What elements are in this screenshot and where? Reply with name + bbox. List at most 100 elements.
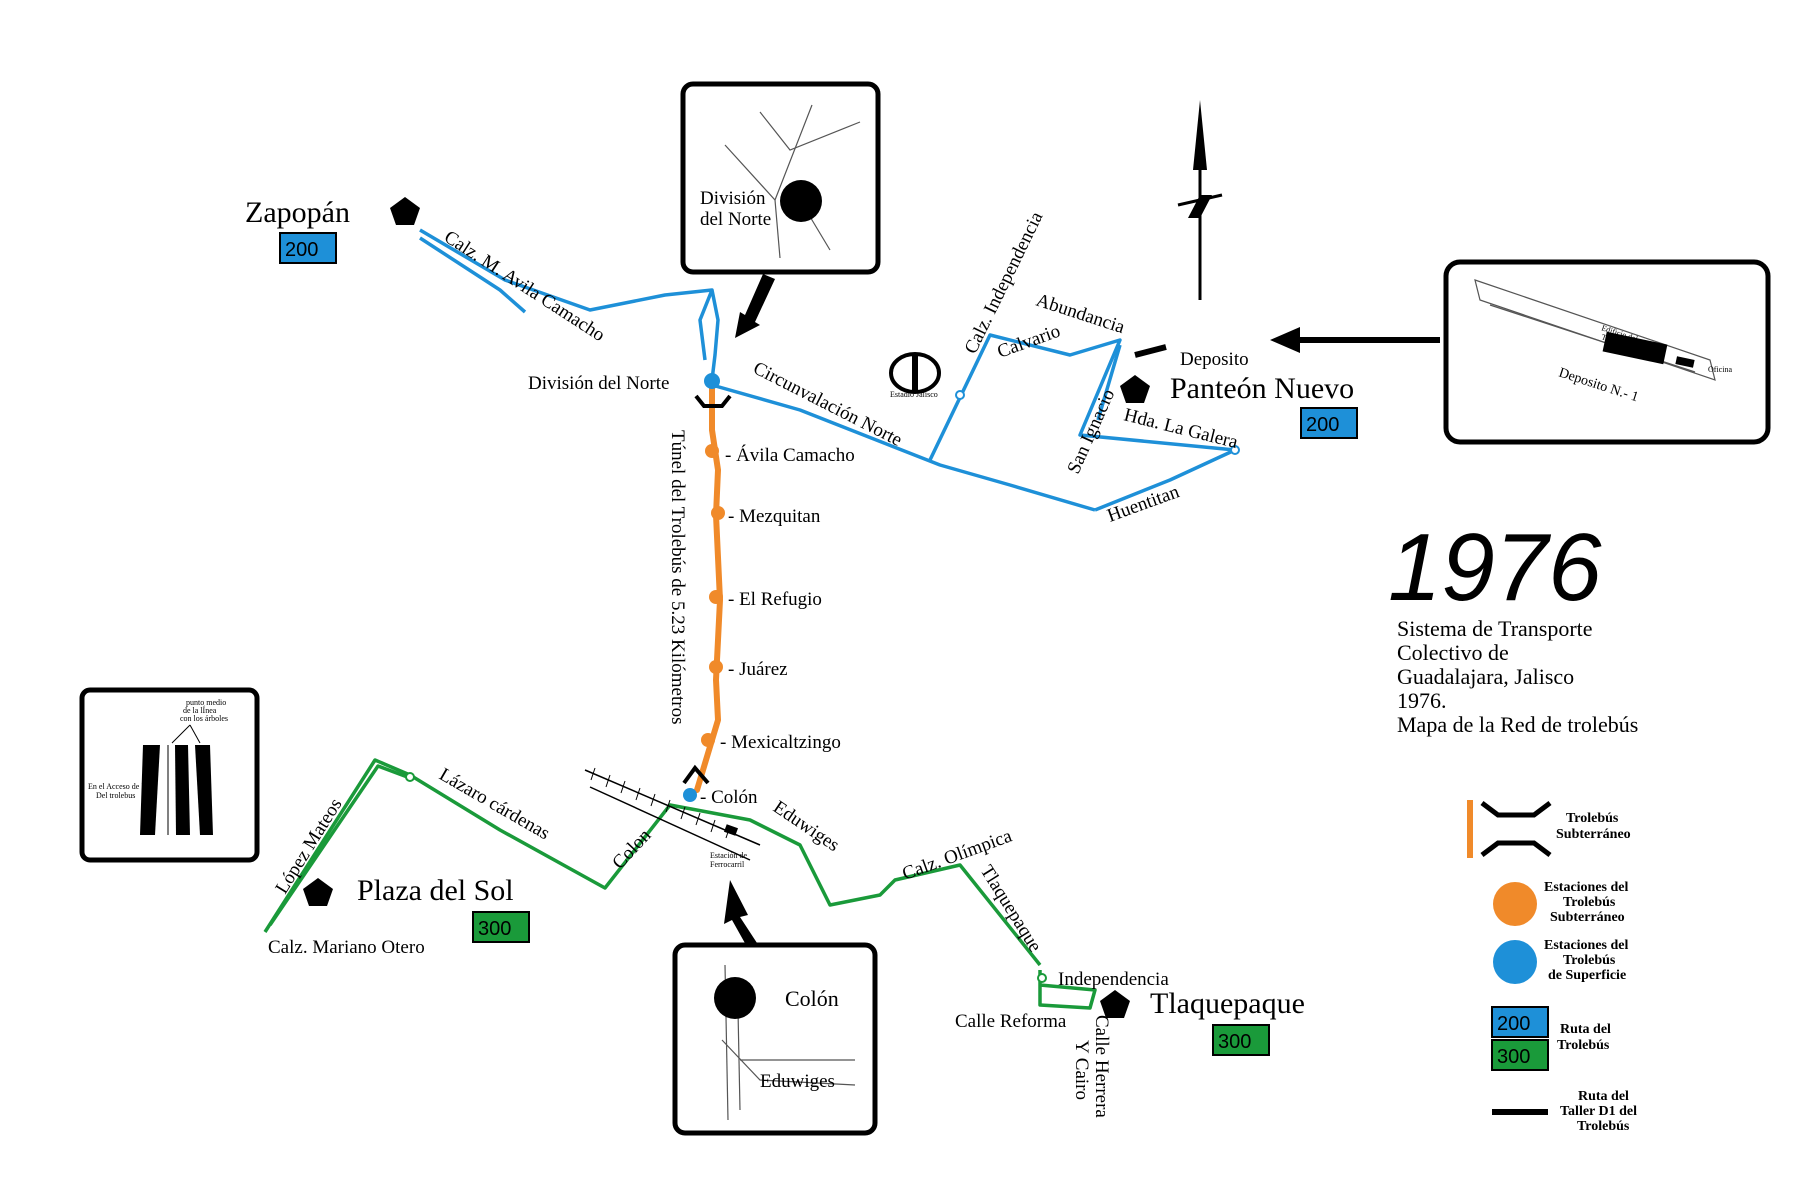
svg-text:punto medio: punto medio	[186, 698, 226, 707]
street-san-ignacio: San Ignacio	[1063, 386, 1119, 477]
legend: Trolebús Subterráneo Estaciones del Trol…	[1467, 800, 1637, 1134]
svg-text:Ruta del: Ruta del	[1578, 1089, 1629, 1104]
svg-text:con los árboles: con los árboles	[180, 714, 228, 723]
street-calle-reforma: Calle Reforma	[955, 1011, 1067, 1032]
inset-division-del-norte: División del Norte	[680, 81, 881, 275]
svg-text:Trolebús: Trolebús	[1563, 895, 1616, 910]
colon-inset-station-icon	[714, 977, 756, 1019]
street-lopez-mateos: López Mateos	[271, 795, 346, 898]
route-300-line	[263, 758, 1097, 1010]
street-circunvalacion: Circunvalación Norte	[750, 358, 906, 451]
tunnel-portal-south	[682, 764, 710, 785]
division-inset-station-icon	[780, 180, 822, 222]
badge-300: 300	[478, 918, 511, 940]
svg-text:En el Acceso de Red: En el Acceso de Red	[88, 782, 154, 791]
label-mexicaltzingo: - Mexicaltzingo	[720, 732, 841, 753]
label-avila-camacho: - Ávila Camacho	[725, 444, 855, 466]
tunnel-portal-north	[694, 394, 732, 408]
inset-colon: Colón Eduwiges	[672, 942, 878, 1136]
terminal-tlaquepaque-name: Tlaquepaque	[1150, 987, 1305, 1020]
svg-text:Trolebús: Trolebús	[1577, 1119, 1630, 1134]
svg-text:Eduwiges: Eduwiges	[760, 1071, 835, 1092]
svg-text:Estaciones del: Estaciones del	[1544, 938, 1629, 953]
street-lazaro: Lázaro cárdenas	[436, 764, 554, 844]
station-division-del-norte[interactable]	[704, 373, 720, 389]
svg-text:de Superficie: de Superficie	[1548, 968, 1626, 983]
inset-deposito: Edificio del Taller Oficina Deposito N.-…	[1443, 259, 1771, 445]
badge-200: 200	[1306, 414, 1339, 436]
label-colon: - Colón	[700, 787, 758, 808]
inset-arrow-icon	[724, 880, 757, 945]
label-juarez: - Juárez	[728, 659, 788, 680]
terminal-plaza-del-sol[interactable]: Plaza del Sol 300	[303, 874, 530, 943]
svg-text:Sistema de Transporte: Sistema de Transporte	[1397, 616, 1593, 641]
tunnel-station-avila-camacho[interactable]	[705, 444, 719, 458]
svg-text:Trolebús: Trolebús	[1557, 1038, 1610, 1053]
svg-text:Estaciones del: Estaciones del	[1544, 880, 1629, 895]
label-el-refugio: - El Refugio	[728, 589, 822, 610]
svg-text:Subterráneo: Subterráneo	[1556, 827, 1631, 842]
svg-text:300: 300	[1497, 1046, 1530, 1068]
route-200-line	[419, 228, 1240, 512]
svg-text:Colón: Colón	[785, 986, 839, 1011]
street-herrera: Calle Herrera	[1091, 1015, 1112, 1118]
street-huentitan: Huentitan	[1105, 481, 1183, 527]
terminal-panteon-nuevo[interactable]: Panteón Nuevo 200	[1120, 372, 1358, 439]
tunnel-station-legend-icon	[1493, 882, 1537, 926]
street-avila-camacho: Calz. M. Avila Camacho	[440, 227, 608, 346]
badge-300: 300	[1218, 1031, 1251, 1053]
svg-text:Mapa de la Red de trolebús: Mapa de la Red de trolebús	[1397, 712, 1638, 737]
svg-text:Oficina: Oficina	[1708, 365, 1732, 374]
terminal-zapopan[interactable]: Zapopán 200	[245, 196, 420, 264]
svg-text:Subterráneo: Subterráneo	[1550, 910, 1625, 925]
label-estacion-2: Ferrocarril	[710, 860, 745, 869]
svg-text:División: División	[700, 188, 766, 209]
tunnel-legend-icon	[1480, 801, 1552, 857]
svg-text:Guadalajara, Jalisco: Guadalajara, Jalisco	[1397, 664, 1574, 689]
badge-200: 200	[285, 239, 318, 261]
depot-route-line	[1134, 344, 1167, 358]
tunnel-station-juarez[interactable]	[709, 660, 723, 674]
stadium-icon	[889, 352, 941, 394]
street-eduwiges: Eduwiges	[769, 797, 843, 856]
street-cairo: Y Cairo	[1071, 1040, 1092, 1100]
svg-text:de la lÍnea: de la lÍnea	[183, 705, 217, 715]
inset-tunnel-access: punto medio de la lÍnea con los árboles …	[79, 687, 260, 863]
street-calvario: Calvario	[995, 321, 1064, 363]
terminal-zapopan-name: Zapopán	[245, 196, 350, 229]
svg-text:Colectivo de: Colectivo de	[1397, 640, 1509, 665]
svg-text:Taller D1 del: Taller D1 del	[1560, 1104, 1637, 1119]
terminal-pentagon-icon	[303, 878, 333, 906]
label-estadio: Estadio Jalisco	[890, 390, 938, 399]
inset-arrow-icon	[735, 274, 775, 338]
street-mariano-otero: Calz. Mariano Otero	[268, 937, 425, 958]
tunnel-station-mezquitan[interactable]	[711, 506, 725, 520]
railway	[584, 767, 761, 861]
terminal-plaza-name: Plaza del Sol	[357, 874, 514, 907]
label-mezquitan: - Mezquitan	[728, 506, 821, 527]
street-deposito: Deposito	[1180, 349, 1249, 370]
terminal-panteon-name: Panteón Nuevo	[1170, 372, 1354, 405]
map-title: 1976 Sistema de Transporte Colectivo de …	[1388, 514, 1638, 737]
label-division-del-norte: División del Norte	[528, 373, 669, 394]
svg-text:Del trolebus: Del trolebus	[96, 791, 135, 800]
tunnel-station-mexicaltzingo[interactable]	[701, 733, 715, 747]
depot-arrow-icon	[1270, 327, 1440, 353]
station-colon[interactable]	[683, 788, 697, 802]
terminal-pentagon-icon	[1100, 990, 1130, 1018]
terminal-pentagon-icon	[390, 197, 420, 225]
street-tlaquepaque: Tlaquepaque	[976, 862, 1046, 956]
tunnel-station-el-refugio[interactable]	[709, 590, 723, 604]
title-year: 1976	[1388, 514, 1602, 621]
surface-station-legend-icon	[1493, 940, 1537, 984]
svg-text:Trolebús: Trolebús	[1563, 953, 1616, 968]
svg-text:del Norte: del Norte	[700, 209, 771, 230]
svg-text:200: 200	[1497, 1013, 1530, 1035]
label-estacion-1: Estación de	[710, 851, 748, 860]
street-independencia-south: Independencia	[1058, 969, 1169, 990]
svg-text:Ruta del: Ruta del	[1560, 1022, 1611, 1037]
svg-text:Trolebús: Trolebús	[1566, 811, 1619, 826]
tunnel-line	[694, 377, 723, 793]
terminal-tlaquepaque[interactable]: Tlaquepaque 300	[1100, 987, 1305, 1056]
